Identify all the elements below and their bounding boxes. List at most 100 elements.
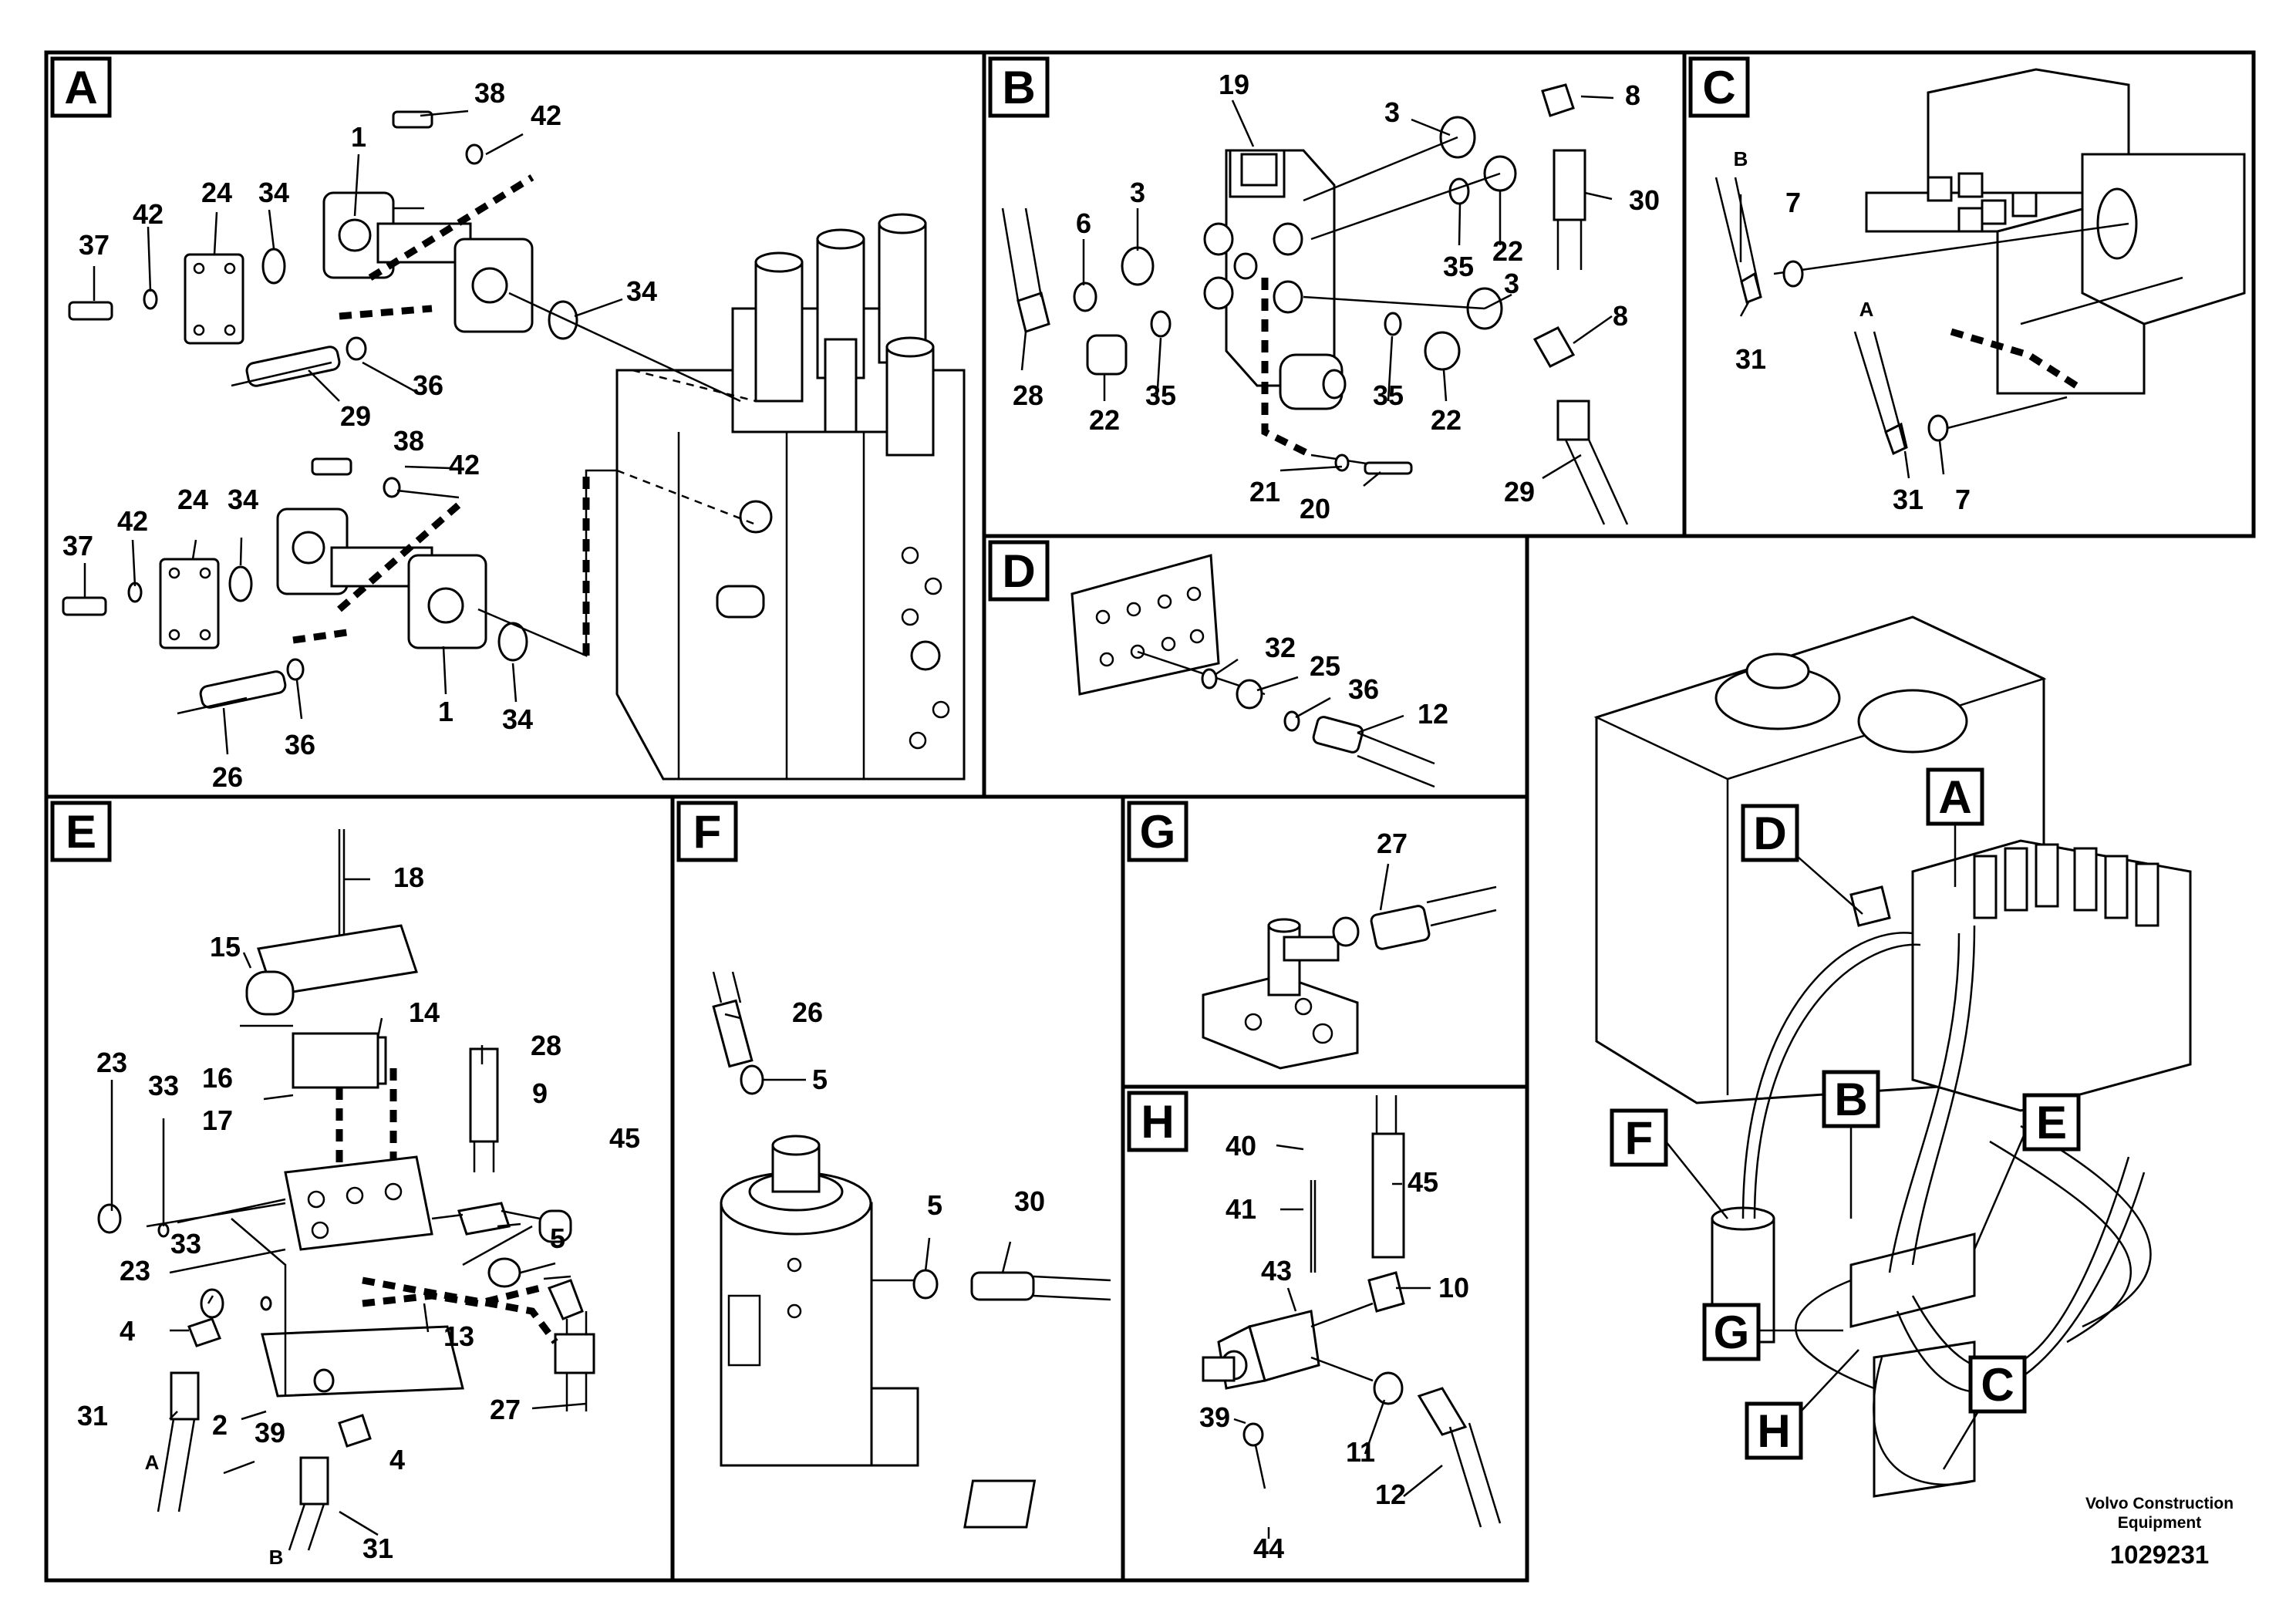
svg-text:7: 7 xyxy=(1785,187,1801,218)
panel-e-tag: E xyxy=(50,801,112,862)
svg-text:29: 29 xyxy=(1504,476,1535,508)
svg-text:1: 1 xyxy=(438,696,453,727)
panel-d-labels: 32 25 36 12 xyxy=(1265,632,1448,730)
svg-text:37: 37 xyxy=(79,229,110,261)
panel-h-drawing xyxy=(963,1095,1502,1529)
svg-text:H: H xyxy=(1141,1096,1174,1148)
drawing-number: 1029231 xyxy=(2110,1540,2209,1569)
svg-text:8: 8 xyxy=(1625,79,1640,111)
panel-f-tag: F xyxy=(676,801,738,862)
panel-a-tag: A xyxy=(50,56,112,118)
svg-text:32: 32 xyxy=(1265,632,1296,663)
svg-text:F: F xyxy=(693,806,722,858)
svg-text:39: 39 xyxy=(255,1417,285,1448)
svg-text:31: 31 xyxy=(77,1400,108,1431)
svg-text:33: 33 xyxy=(148,1070,179,1101)
svg-text:42: 42 xyxy=(133,198,164,230)
overview-callout-h: H xyxy=(1745,1349,1859,1460)
svg-text:A: A xyxy=(1859,298,1874,321)
svg-text:B: B xyxy=(1834,1074,1867,1125)
svg-text:30: 30 xyxy=(1629,184,1660,216)
svg-text:10: 10 xyxy=(1438,1272,1469,1303)
overview-callout-g: G xyxy=(1702,1303,1843,1361)
svg-text:B: B xyxy=(269,1546,284,1569)
panel-g-drawing xyxy=(1202,885,1497,1070)
svg-text:F: F xyxy=(1625,1112,1654,1164)
panel-h-labels: 40 45 41 43 10 39 11 12 44 xyxy=(1199,1130,1469,1564)
overview-callout-b: B xyxy=(1822,1070,1880,1219)
svg-text:A: A xyxy=(64,62,97,113)
svg-text:G: G xyxy=(1714,1307,1750,1358)
svg-text:34: 34 xyxy=(228,484,258,515)
svg-text:43: 43 xyxy=(1261,1255,1292,1286)
svg-text:C: C xyxy=(1702,62,1735,113)
panel-d-tag: D xyxy=(988,540,1050,602)
svg-text:22: 22 xyxy=(1089,404,1120,436)
svg-text:23: 23 xyxy=(96,1047,127,1078)
panel-b-drawing xyxy=(1001,83,1629,525)
svg-text:9: 9 xyxy=(532,1077,548,1109)
svg-text:34: 34 xyxy=(502,703,533,735)
svg-text:21: 21 xyxy=(1249,476,1280,508)
panel-c-tag: C xyxy=(1688,56,1750,118)
overview-callout-c: C xyxy=(1942,1355,2027,1470)
panel-f-drawing xyxy=(712,971,1111,1467)
panel-a-labels: 38 42 1 37 42 24 34 34 36 29 38 42 37 42… xyxy=(62,77,657,793)
svg-text:23: 23 xyxy=(120,1255,150,1286)
svg-text:6: 6 xyxy=(1076,207,1091,239)
svg-text:1: 1 xyxy=(351,121,366,153)
svg-text:31: 31 xyxy=(362,1533,393,1564)
svg-text:33: 33 xyxy=(170,1228,201,1259)
svg-text:36: 36 xyxy=(413,369,443,401)
svg-text:2: 2 xyxy=(212,1409,228,1441)
svg-text:34: 34 xyxy=(626,275,657,307)
svg-text:5: 5 xyxy=(927,1189,942,1221)
svg-text:C: C xyxy=(1981,1359,2014,1411)
svg-text:25: 25 xyxy=(1310,650,1340,682)
panel-c-frame xyxy=(1682,50,2256,538)
svg-text:31: 31 xyxy=(1893,484,1923,515)
leader-lines xyxy=(83,95,1945,1539)
panel-e-labels: 18 15 14 28 23 33 16 17 9 45 33 23 5 4 1… xyxy=(77,862,640,1569)
svg-text:8: 8 xyxy=(1613,300,1628,332)
svg-text:27: 27 xyxy=(490,1394,521,1425)
svg-text:5: 5 xyxy=(550,1222,565,1254)
panel-g-labels: 27 xyxy=(1377,828,1408,859)
panel-h-tag: H xyxy=(1127,1091,1188,1152)
svg-text:3: 3 xyxy=(1130,177,1145,208)
svg-text:16: 16 xyxy=(202,1062,233,1094)
svg-text:35: 35 xyxy=(1443,251,1474,282)
svg-text:41: 41 xyxy=(1226,1193,1256,1225)
panel-c-labels: 7 31 7 31 B A xyxy=(1734,147,1971,515)
panel-f-labels: 26 5 5 30 xyxy=(792,996,1045,1221)
svg-text:20: 20 xyxy=(1300,493,1330,524)
svg-text:27: 27 xyxy=(1377,828,1408,859)
svg-text:45: 45 xyxy=(609,1122,640,1154)
svg-text:44: 44 xyxy=(1253,1533,1284,1564)
svg-text:45: 45 xyxy=(1408,1166,1438,1198)
svg-text:28: 28 xyxy=(1013,379,1043,411)
svg-text:15: 15 xyxy=(210,931,241,963)
svg-text:12: 12 xyxy=(1418,698,1448,730)
panel-c-drawing xyxy=(1714,68,2246,456)
overview-callout-d: D xyxy=(1741,804,1863,915)
svg-text:B: B xyxy=(1734,147,1748,170)
svg-text:17: 17 xyxy=(202,1104,233,1136)
svg-text:19: 19 xyxy=(1219,69,1249,100)
svg-text:38: 38 xyxy=(474,77,505,109)
svg-text:12: 12 xyxy=(1375,1479,1406,1510)
svg-text:H: H xyxy=(1757,1405,1790,1457)
svg-text:3: 3 xyxy=(1384,96,1400,128)
svg-text:11: 11 xyxy=(1346,1436,1375,1468)
panel-d-drawing xyxy=(1070,554,1435,788)
svg-text:30: 30 xyxy=(1014,1185,1045,1217)
svg-text:42: 42 xyxy=(531,99,561,131)
svg-text:D: D xyxy=(1002,545,1035,597)
company-line-1: Volvo Construction xyxy=(2085,1495,2234,1512)
overview-callout-f: F xyxy=(1610,1108,1728,1219)
svg-text:39: 39 xyxy=(1199,1401,1230,1433)
panel-b-tag: B xyxy=(988,56,1050,118)
panel-d-frame xyxy=(982,534,1529,799)
svg-text:7: 7 xyxy=(1955,484,1971,515)
svg-text:35: 35 xyxy=(1145,379,1176,411)
